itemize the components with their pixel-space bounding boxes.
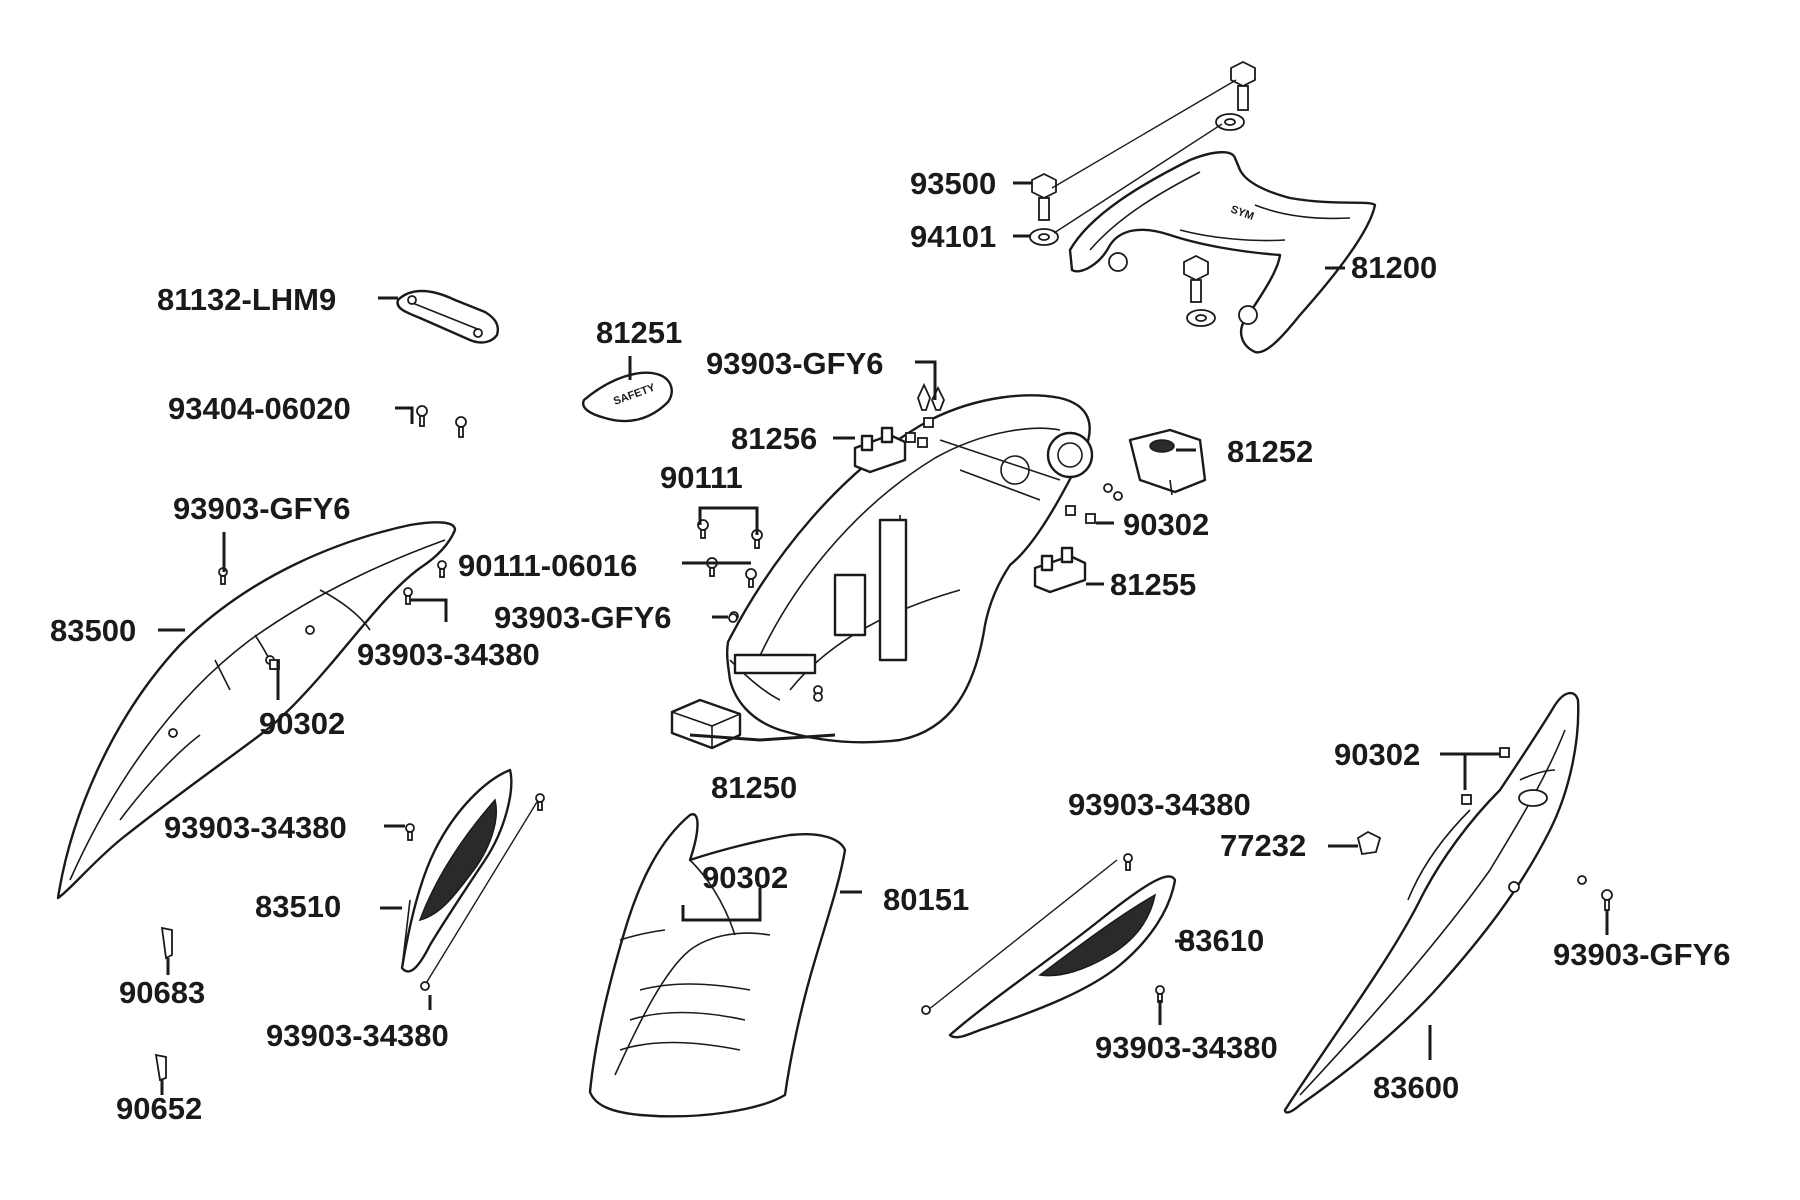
- side-cover-right-83600: [1283, 691, 1580, 1114]
- label-83500: 83500: [50, 613, 137, 648]
- label-83600: 83600: [1373, 1070, 1460, 1105]
- label-93903-gfy6-box: 93903-GFY6: [494, 600, 672, 635]
- label-90652: 90652: [116, 1091, 203, 1126]
- label-83610: 83610: [1178, 923, 1265, 958]
- label-90302-right: 90302: [1334, 737, 1421, 772]
- storage-box-81250: [725, 394, 1094, 744]
- label-81252: 81252: [1227, 434, 1314, 469]
- label-94101: 94101: [910, 219, 997, 254]
- label-90111: 90111: [660, 460, 743, 495]
- label-81200: 81200: [1351, 250, 1438, 285]
- label-81132-lhm9: 81132-LHM9: [157, 282, 337, 317]
- front-cover-80151: [588, 813, 847, 1118]
- label-90302-box: 90302: [1123, 507, 1210, 542]
- label-93903-gfy6-left: 93903-GFY6: [173, 491, 351, 526]
- bolt-93500: [1031, 60, 1256, 303]
- label-90302-front: 90302: [702, 860, 789, 895]
- hinge-81256: [853, 426, 907, 474]
- hinge-81255: [1033, 546, 1087, 594]
- seat-lock-fasteners: [813, 692, 823, 702]
- label-93903-34380-right-top: 93903-34380: [1068, 787, 1251, 822]
- cable-ties: [154, 926, 173, 1082]
- box-81252: [1128, 428, 1207, 496]
- damper-block-81250: [670, 698, 742, 750]
- label-93903-34380-left: 93903-34380: [357, 637, 540, 672]
- label-80151: 80151: [883, 882, 970, 917]
- label-90111-06016: 90111-06016: [458, 548, 638, 583]
- washer-94101: [1029, 113, 1245, 327]
- label-90302-left: 90302: [259, 706, 346, 741]
- label-93903-gfy6-right: 93903-GFY6: [1553, 937, 1731, 972]
- label-93404-06020: 93404-06020: [168, 391, 351, 426]
- label-83510: 83510: [255, 889, 342, 924]
- leader-lines: [158, 181, 1609, 1095]
- label-81250: 81250: [711, 770, 798, 805]
- rear-carrier-81200: SYM: [1068, 151, 1377, 354]
- side-panel-83510: [400, 768, 513, 973]
- label-93903-34380-panel: 93903-34380: [164, 810, 347, 845]
- label-93903-34380-bottom-right: 93903-34380: [1095, 1030, 1278, 1065]
- side-panel-83610: [948, 875, 1177, 1039]
- label-77232: 77232: [1220, 828, 1307, 863]
- clip-93903-seat: [917, 382, 945, 411]
- clip-90302: [905, 417, 1096, 524]
- label-93500: 93500: [910, 166, 997, 201]
- label-81251: 81251: [596, 315, 683, 350]
- screw-93404: [416, 405, 467, 438]
- side-cover-left-83500: [56, 521, 457, 900]
- label-93903-34380-bottom-left: 93903-34380: [266, 1018, 449, 1053]
- label-93903-gfy6-seat: 93903-GFY6: [706, 346, 884, 381]
- label-81255: 81255: [1110, 567, 1197, 602]
- cover-cap-81251: SAFETY: [581, 371, 673, 423]
- label-90683: 90683: [119, 975, 206, 1010]
- bracket-81132: [396, 289, 499, 344]
- clip-77232: [1356, 830, 1382, 856]
- label-81256: 81256: [731, 421, 818, 456]
